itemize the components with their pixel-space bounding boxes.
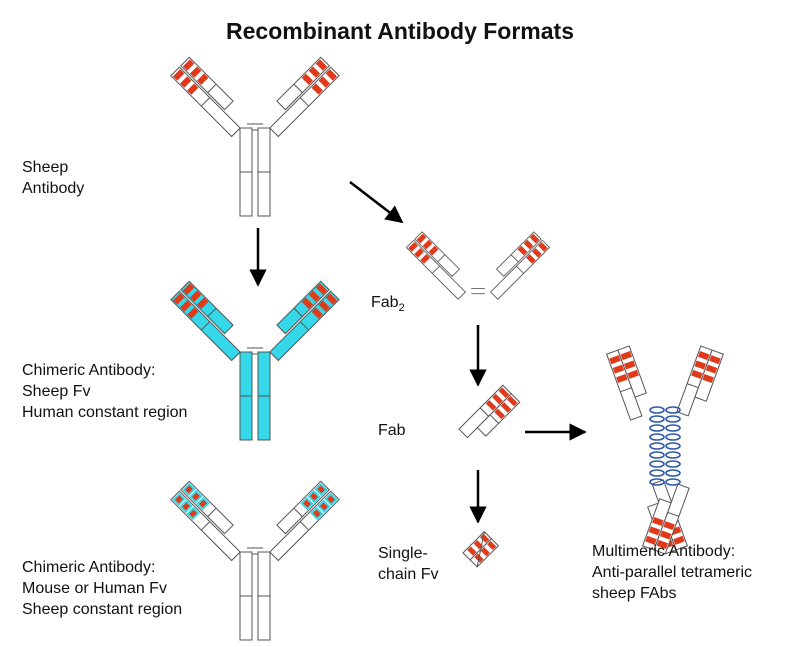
label-line: Mouse or Human Fv — [22, 580, 167, 597]
fab-fragment — [458, 384, 521, 439]
fab2-fragment — [405, 231, 551, 300]
fab-arm-right — [269, 480, 340, 562]
label-line: Single- — [378, 545, 428, 562]
label-line: Sheep — [22, 159, 69, 176]
fab-arm-right — [269, 56, 340, 138]
multimeric-antibody — [606, 345, 724, 555]
fc-stem — [239, 551, 271, 641]
chimeric-sheep-fv — [170, 280, 340, 441]
arrow-to-fab2 — [349, 181, 404, 224]
label-line: Sheep Fv — [22, 383, 91, 400]
label-multimeric: Multimeric Antibody: Anti-parallel tetra… — [592, 541, 752, 604]
label-chimeric-sheep-fv: Chimeric Antibody: Sheep Fv Human consta… — [22, 360, 187, 423]
label-line: sheep FAbs — [592, 585, 677, 602]
label-fab2-sub: 2 — [398, 302, 405, 315]
label-line: Human constant region — [22, 404, 188, 421]
tetramer-arm-top-right — [676, 345, 724, 417]
fab-arm-right — [490, 231, 551, 300]
scfv-fragment — [462, 530, 500, 568]
label-single-chain-fv: Single- chain Fv — [378, 543, 438, 585]
label-fab2-main: Fab — [371, 294, 399, 311]
label-line: Chimeric Antibody: — [22, 559, 156, 576]
label-chimeric-mouse-human-fv: Chimeric Antibody: Mouse or Human Fv She… — [22, 557, 182, 620]
tetramer-arm-top-left — [606, 345, 647, 421]
label-line: Antibody — [22, 180, 85, 197]
label-line: chain Fv — [378, 566, 439, 583]
label-fab2: Fab2 — [371, 292, 405, 319]
leucine-zipper — [649, 406, 681, 486]
fc-stem — [239, 127, 271, 217]
fc-stem — [239, 351, 271, 441]
label-line: Sheep constant region — [22, 601, 183, 618]
label-line: Chimeric Antibody: — [22, 362, 156, 379]
fab-arm-left — [405, 231, 466, 300]
page-title: Recombinant Antibody Formats — [226, 18, 574, 44]
label-line: Multimeric Antibody: — [592, 543, 736, 560]
tetramer-arm-bottom-right — [642, 483, 690, 555]
label-sheep-antibody: Sheep Antibody — [22, 157, 84, 199]
sheep-antibody — [170, 56, 340, 217]
fab-arm-right — [269, 280, 340, 362]
fab-arm-left — [170, 56, 241, 138]
label-line: Fab — [378, 422, 406, 439]
fab-arm-left — [170, 480, 241, 562]
label-fab: Fab — [378, 420, 406, 441]
chimeric-mouse-fv — [170, 480, 340, 641]
label-line: Anti-parallel tetrameric — [592, 564, 753, 581]
fab-arm-left — [170, 280, 241, 362]
